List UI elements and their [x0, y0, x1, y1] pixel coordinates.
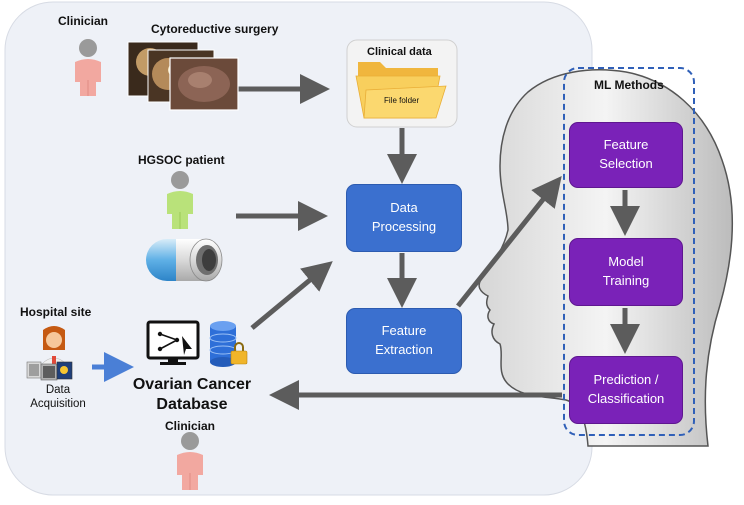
feature-extraction-line-2: Extraction	[375, 342, 433, 357]
model-training-box: Model Training	[569, 238, 683, 306]
feature-extraction-box: Feature Extraction	[346, 308, 462, 374]
ml-methods-label: ML Methods	[594, 78, 664, 92]
clinician-top-person-icon	[75, 39, 101, 96]
model-training-line-1: Model	[608, 254, 644, 270]
feature-selection-line-2: Selection	[599, 156, 653, 171]
prediction-line-1: Prediction /	[593, 372, 659, 388]
data-processing-line-1: Data	[390, 200, 418, 216]
arrow-extraction-to-head	[456, 176, 562, 308]
database-lock-icon	[209, 321, 248, 367]
database-title: Ovarian Cancer Database	[122, 375, 262, 415]
data-acquisition-line-2: Acquisition	[30, 398, 86, 411]
data-processing-box: Data Processing	[346, 184, 462, 252]
hospital-label: Hospital site	[20, 305, 92, 319]
file-folder-label: File folder	[384, 96, 420, 105]
surgery-photos-icon	[127, 41, 239, 111]
capsule-icon	[146, 238, 223, 282]
surgery-label: Cytoreductive surgery	[151, 22, 279, 36]
monitor-icon	[146, 320, 200, 365]
folder-icon	[358, 62, 438, 76]
hgsoc-patient-icon	[167, 171, 193, 229]
arrow-database-to-processing	[250, 261, 333, 330]
clinician-bottom-label: Clinician	[165, 419, 216, 433]
ml-methods-frame	[563, 67, 695, 436]
clinical-data-label: Clinical data	[367, 46, 432, 58]
data-acquisition-label: Data Acquisition	[18, 383, 98, 412]
database-title-line-2: Database	[156, 396, 228, 413]
data-acquisition-line-1: Data	[45, 384, 71, 396]
hgsoc-label: HGSOC patient	[138, 153, 225, 167]
doctor-icon	[26, 326, 73, 381]
prediction-line-2: Classification	[587, 391, 665, 406]
feature-extraction-line-1: Feature	[381, 323, 427, 339]
prediction-box: Prediction / Classification	[569, 356, 683, 424]
data-processing-line-2: Processing	[371, 219, 437, 234]
clinical-data-card	[346, 39, 458, 128]
clinician-top-label: Clinician	[58, 14, 109, 28]
clinician-bottom-person-icon	[177, 432, 203, 490]
database-title-line-1: Ovarian Cancer	[132, 376, 252, 393]
model-training-line-2: Training	[602, 273, 650, 288]
feature-selection-box: Feature Selection	[569, 122, 683, 188]
feature-selection-line-1: Feature	[603, 137, 649, 153]
